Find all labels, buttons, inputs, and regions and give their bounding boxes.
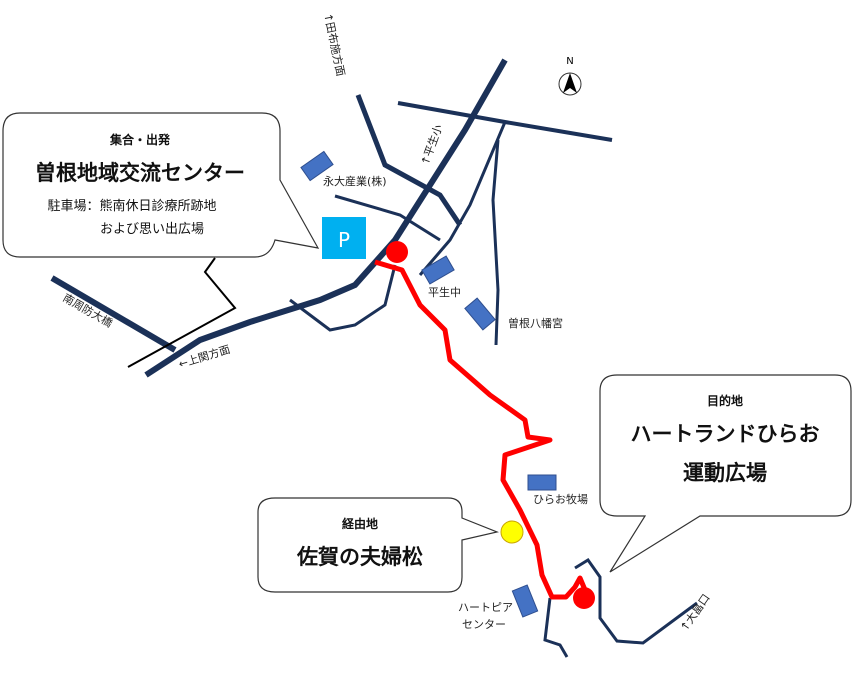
- building-heartpia: [511, 584, 539, 618]
- building-hirao-farm: [527, 474, 557, 491]
- bridge-road: [50, 275, 177, 353]
- start-parking-line1: 駐車場：熊南休日診療所跡地: [47, 198, 216, 214]
- goal-name-line2: 運動広場: [683, 461, 767, 485]
- compass-label: N: [566, 56, 573, 67]
- hachiman-road: [491, 139, 500, 346]
- north-compass-icon: N: [558, 56, 582, 96]
- parking-sign: [322, 217, 366, 259]
- waypoint-callout: 経由地 佐賀の夫婦松: [257, 497, 500, 593]
- waypoint-name: 佐賀の夫婦松: [296, 545, 423, 569]
- label-sone-hachiman: 曽根八幡宮: [508, 316, 563, 330]
- start-heading: 集合・出発: [109, 132, 171, 147]
- walking-route: [374, 259, 591, 600]
- label-hirao-farm: ひらお牧場: [533, 492, 588, 506]
- building-sone-hachiman: [464, 297, 496, 331]
- minor-road: [334, 194, 441, 242]
- label-tanuse: ↑田布施方面: [321, 12, 348, 78]
- loop-road: [289, 264, 397, 332]
- label-heartpia-2: センター: [462, 618, 506, 631]
- tanuse-road: [355, 94, 463, 227]
- building-hirao-jhs: [421, 255, 455, 285]
- goal-marker: [573, 587, 595, 609]
- goal-heading: 目的地: [707, 393, 743, 408]
- waypoint-heading: 経由地: [342, 516, 378, 531]
- label-hirao-jhs: 平生中: [428, 285, 461, 299]
- ohbatake-road: [574, 557, 698, 645]
- main-road: [144, 58, 508, 378]
- waypoint-marker: [500, 520, 524, 544]
- start-marker: [386, 241, 408, 263]
- label-heartpia-1: ハートピア: [458, 601, 513, 614]
- start-callout: 集合・出発 曽根地域交流センター 駐車場：熊南休日診療所跡地 および思い出広場: [2, 112, 320, 258]
- goal-name-line1: ハートランドひらお: [631, 422, 820, 446]
- parking-label: P: [338, 228, 350, 252]
- goal-callout: 目的地 ハートランドひらお 運動広場: [599, 374, 852, 573]
- start-parking-line2: および思い出広場: [100, 222, 204, 237]
- heartpia-road: [543, 597, 569, 658]
- black-road: [127, 257, 237, 368]
- start-name: 曽根地域交流センター: [35, 161, 245, 185]
- label-hirao-elem: ↑平生小: [418, 123, 446, 167]
- label-eidai: 永大産業(株): [323, 174, 387, 188]
- north-branch-road: [418, 121, 507, 276]
- building-eidai: [300, 150, 334, 182]
- roads: [50, 58, 698, 658]
